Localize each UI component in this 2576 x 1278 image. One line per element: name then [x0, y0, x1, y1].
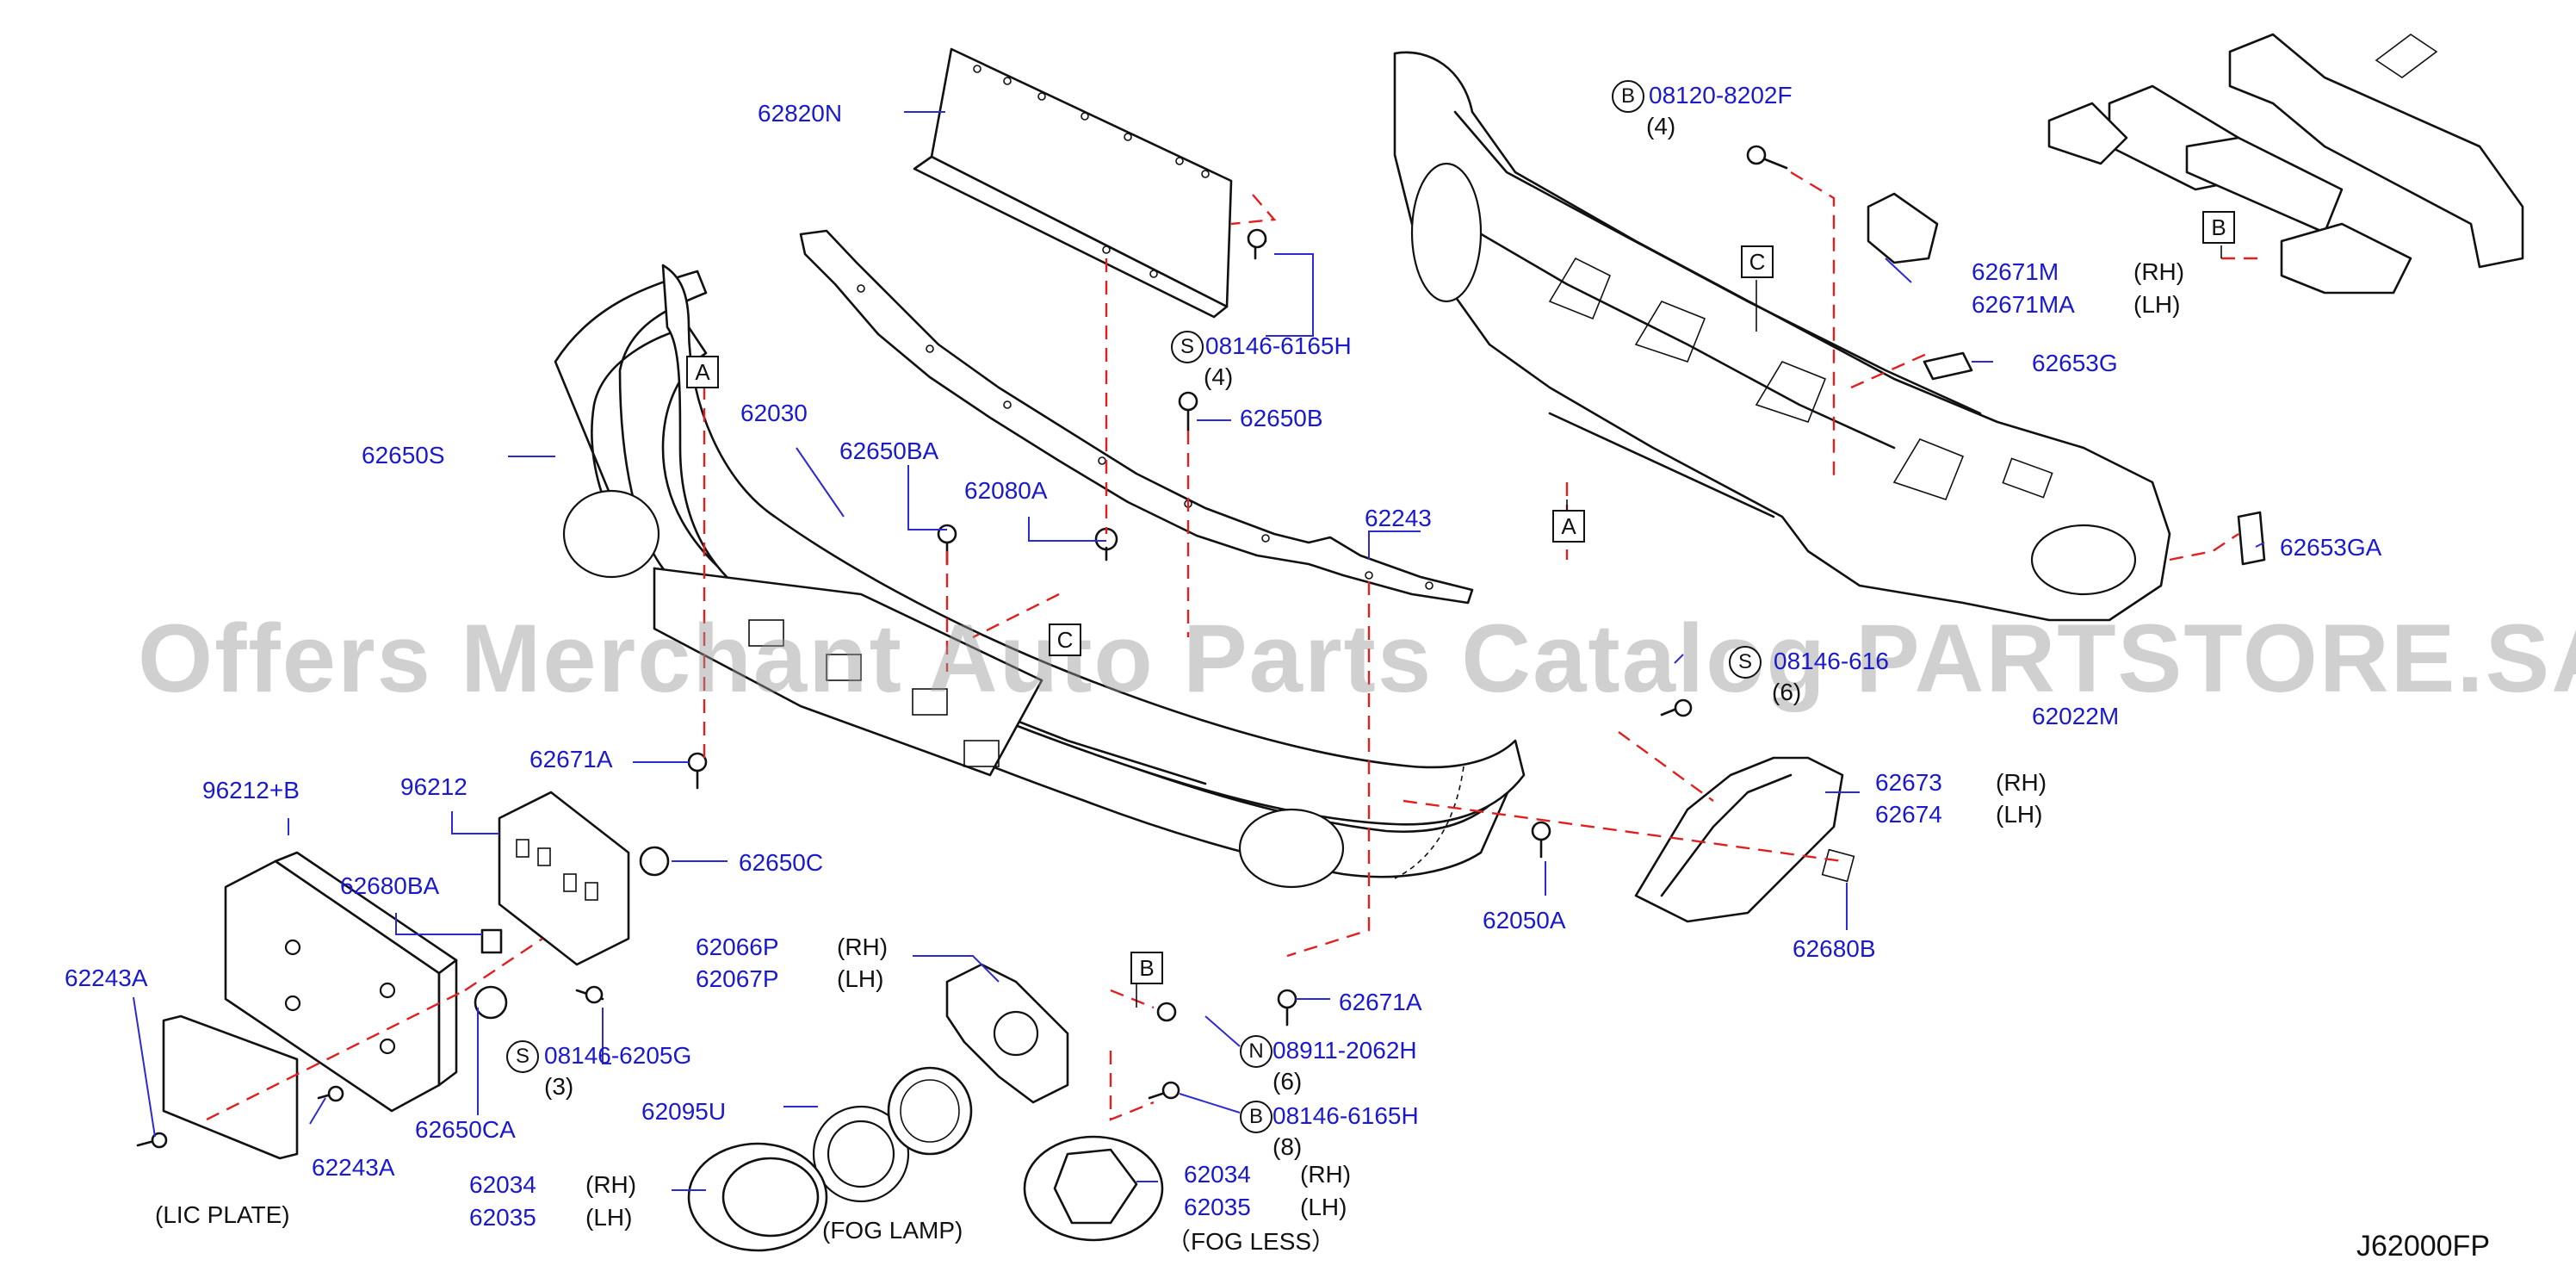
callout-62050A[interactable]: 62050A — [1483, 907, 1566, 934]
ref-box-A-left: A — [686, 356, 719, 388]
callout-62673[interactable]: 62673 — [1875, 769, 1942, 796]
callout-62650CA[interactable]: 62650CA — [415, 1116, 516, 1143]
watermark: Offers Merchant Auto Parts Catalog PARTS… — [138, 605, 2576, 712]
ref-box-A-right: A — [1552, 510, 1585, 543]
side-lh-62674: (LH) — [1996, 801, 2043, 828]
assembly-lines — [206, 171, 2264, 1121]
upper-panel-62820N — [913, 47, 1233, 319]
side-lh-62035-left: (LH) — [585, 1204, 633, 1231]
leader-lines — [133, 111, 2265, 1191]
callout-62035-left[interactable]: 62035 — [469, 1204, 536, 1231]
callout-08146-6205G[interactable]: 08146-6205G — [544, 1042, 692, 1069]
callout-62095U[interactable]: 62095U — [641, 1098, 727, 1125]
callout-62671M[interactable]: 62671M — [1972, 258, 2059, 285]
side-rh-62673: (RH) — [1996, 769, 2047, 796]
callout-62820N[interactable]: 62820N — [758, 100, 843, 127]
note-lic-plate: (LIC PLATE) — [155, 1201, 290, 1228]
callout-62671A-left[interactable]: 62671A — [529, 746, 613, 772]
symbol-S-top: S — [1171, 331, 1204, 363]
symbol-B-top: B — [1612, 80, 1644, 113]
ref-box-C-left: C — [1049, 623, 1081, 656]
qty-4-bolt: (4) — [1646, 113, 1676, 140]
diagram-code: J62000FP — [2356, 1230, 2490, 1262]
side-rh-62034-left: (RH) — [585, 1171, 637, 1198]
callout-08911-2062H[interactable]: 08911-2062H — [1273, 1037, 1417, 1064]
callout-62653GA[interactable]: 62653GA — [2280, 534, 2382, 561]
bumper-armature-right — [1393, 51, 2171, 622]
reinforcement-62243 — [799, 229, 1474, 605]
callout-62030[interactable]: 62030 — [740, 400, 808, 426]
symbol-B-bolt: B — [1240, 1101, 1273, 1133]
frame-rail — [2047, 33, 2524, 295]
callout-08146-6165H-low[interactable]: 08146-6165H — [1273, 1102, 1419, 1129]
side-rh-62034-right: (RH) — [1300, 1161, 1352, 1188]
ref-box-B-frame: B — [2202, 211, 2235, 244]
callout-62080A[interactable]: 62080A — [964, 477, 1048, 504]
callout-62034-right[interactable]: 62034 — [1184, 1161, 1251, 1188]
fog-lamp-assembly — [687, 963, 1164, 1252]
callout-62671MA[interactable]: 62671MA — [1972, 291, 2075, 318]
side-rh-62671M: (RH) — [2133, 258, 2185, 285]
qty-3: (3) — [544, 1073, 574, 1100]
callout-96212B[interactable]: 96212+B — [202, 777, 300, 803]
callout-08146-6165H-top[interactable]: 08146-6165H — [1205, 332, 1352, 359]
callout-08146-616[interactable]: 08146-616 — [1774, 648, 1889, 674]
callout-62650BA[interactable]: 62650BA — [839, 437, 939, 464]
callout-62650C[interactable]: 62650C — [739, 849, 824, 876]
callout-08120-8202F[interactable]: 08120-8202F — [1649, 82, 1793, 109]
callout-62066P[interactable]: 62066P — [696, 934, 779, 960]
ref-box-C-right: C — [1741, 245, 1774, 278]
callout-62022M[interactable]: 62022M — [2032, 703, 2120, 729]
side-lh-62671MA: (LH) — [2133, 291, 2181, 318]
callout-62243A-left[interactable]: 62243A — [65, 965, 148, 991]
note-fog-lamp: (FOG LAMP) — [822, 1217, 963, 1244]
callout-62035-right[interactable]: 62035 — [1184, 1194, 1251, 1220]
side-lh-62035-right: (LH) — [1300, 1194, 1347, 1220]
callout-62650B[interactable]: 62650B — [1240, 405, 1323, 431]
side-bracket-62673 — [1634, 756, 1855, 923]
qty-8: (8) — [1273, 1133, 1303, 1160]
license-plate-assembly — [162, 791, 630, 1160]
symbol-N-nut: N — [1240, 1035, 1273, 1068]
callout-62650S[interactable]: 62650S — [362, 442, 445, 468]
qty-4-top: (4) — [1204, 363, 1234, 390]
side-lh-62067P: (LH) — [837, 965, 884, 992]
callout-62034-left[interactable]: 62034 — [469, 1171, 536, 1198]
callout-62680B[interactable]: 62680B — [1793, 935, 1876, 962]
side-rh-62066P: (RH) — [837, 934, 889, 960]
symbol-S-right: S — [1729, 646, 1762, 679]
callout-62243A-lower[interactable]: 62243A — [312, 1154, 395, 1181]
callout-62067P[interactable]: 62067P — [696, 965, 779, 992]
ref-box-B-bottom: B — [1130, 952, 1163, 984]
qty-6-s: (6) — [1772, 679, 1802, 705]
callout-62243[interactable]: 62243 — [1365, 505, 1432, 531]
callout-62674[interactable]: 62674 — [1875, 801, 1942, 828]
callout-62671A-right[interactable]: 62671A — [1339, 989, 1422, 1015]
note-fog-less: （FOG LESS） — [1167, 1228, 1336, 1255]
callout-62680BA[interactable]: 62680BA — [340, 872, 440, 899]
qty-6-nut: (6) — [1273, 1068, 1303, 1095]
bumper-fascia-62022M — [554, 264, 1526, 889]
callout-62653G[interactable]: 62653G — [2032, 350, 2118, 376]
symbol-S-plate: S — [506, 1040, 539, 1073]
callout-96212[interactable]: 96212 — [400, 773, 468, 800]
